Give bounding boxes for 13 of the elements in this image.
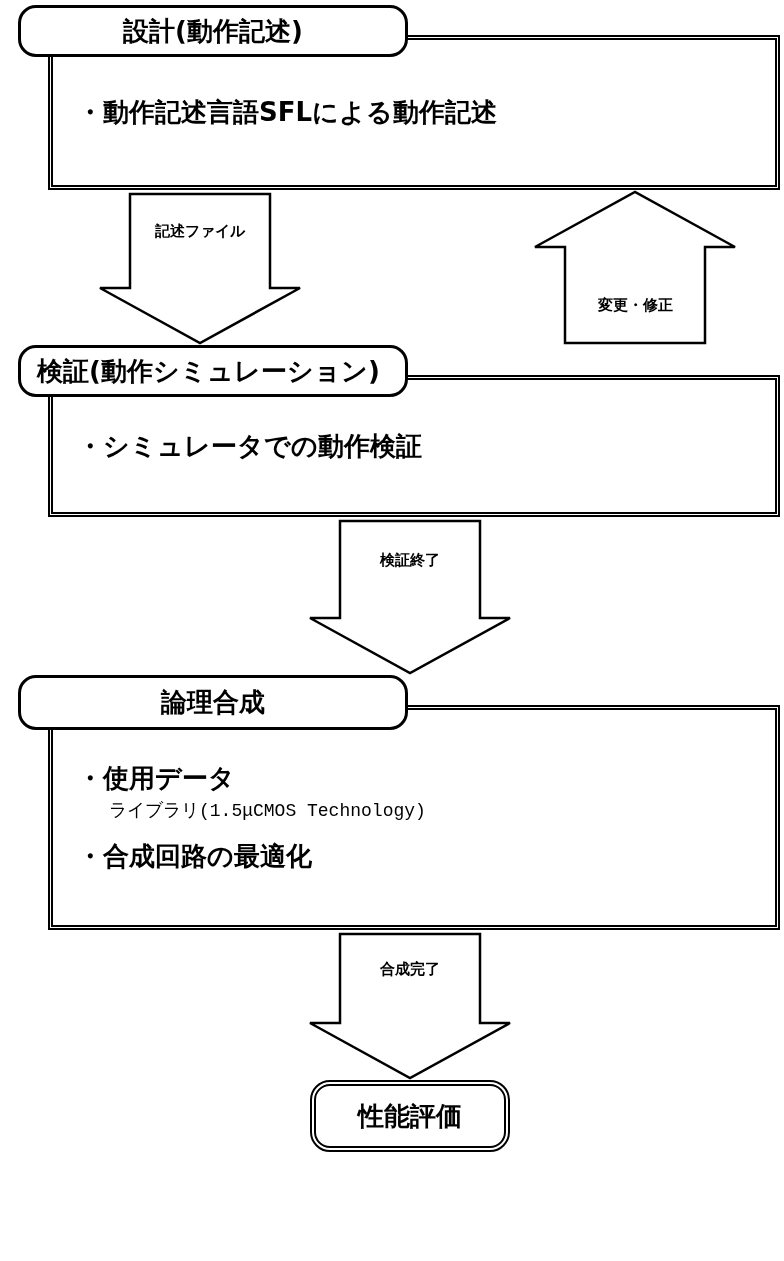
stage-heading: 検証(動作シミュレーション) — [18, 345, 408, 397]
block-arrow — [98, 192, 302, 345]
block-arrow — [308, 932, 512, 1080]
result-box: 性能評価 — [310, 1080, 510, 1152]
stage-text: ・シミュレータでの動作検証 — [77, 429, 423, 463]
stage-text: ・使用データ — [77, 762, 236, 795]
block-arrow — [533, 190, 737, 345]
stage-text: ・合成回路の最適化 — [77, 840, 313, 873]
stage-heading: 論理合成 — [18, 675, 408, 730]
stage-heading: 設計(動作記述) — [18, 5, 408, 57]
block-arrow — [308, 519, 512, 675]
stage-text: ライブラリ(1.5μCMOS Technology) — [108, 800, 427, 823]
stage-text: ・動作記述言語SFLによる動作記述 — [77, 96, 499, 129]
